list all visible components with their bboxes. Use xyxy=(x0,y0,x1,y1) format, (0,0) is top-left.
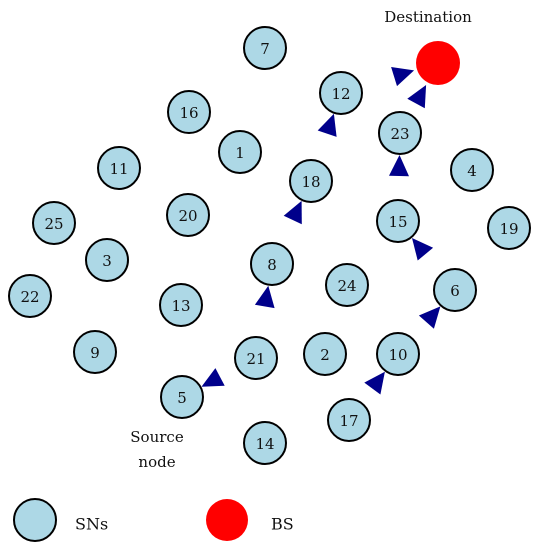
sensor-node-number: 7 xyxy=(260,40,270,58)
sensor-node-number: 21 xyxy=(246,350,265,368)
sensor-node-number: 9 xyxy=(90,344,100,362)
sensor-node-number: 11 xyxy=(109,160,128,178)
sensor-node-circle xyxy=(159,283,203,327)
sensor-node-circle xyxy=(450,148,494,192)
sensor-node-circle xyxy=(85,238,129,282)
sensor-node-circle xyxy=(167,90,211,134)
sensor-node-14: 14 xyxy=(243,421,287,465)
sensor-node-7: 7 xyxy=(243,26,287,70)
sensor-node-6: 6 xyxy=(433,268,477,312)
sensor-node-circle xyxy=(243,421,287,465)
sensor-node-number: 12 xyxy=(331,85,350,103)
legend-sensor-node-label: SNs xyxy=(75,515,108,534)
sensor-node-circle xyxy=(487,206,531,250)
sensor-node-number: 1 xyxy=(235,144,245,162)
sensor-node-number: 18 xyxy=(301,173,320,191)
sensor-node-number: 16 xyxy=(179,104,198,122)
route-arrow-21-to-5 xyxy=(201,368,225,387)
sensor-node-number: 20 xyxy=(178,207,197,225)
route-arrow-8-to-18 xyxy=(283,200,302,225)
route-arrow-6-to-15 xyxy=(412,238,434,261)
sensor-node-circle xyxy=(73,330,117,374)
sensor-node-25: 25 xyxy=(32,201,76,245)
route-arrow-12-to-BS xyxy=(391,67,415,87)
sensor-node-number: 13 xyxy=(171,297,190,315)
sensor-node-number: 5 xyxy=(177,389,187,407)
sensor-node-circle xyxy=(303,332,347,376)
sensor-node-20: 20 xyxy=(166,193,210,237)
sensor-node-circle xyxy=(234,336,278,380)
sensor-node-circle xyxy=(32,201,76,245)
sensor-node-circle xyxy=(8,274,52,318)
sensor-node-2: 2 xyxy=(303,332,347,376)
sensor-node-circle xyxy=(289,159,333,203)
sensor-node-circle xyxy=(378,111,422,155)
sensor-node-circle xyxy=(160,375,204,419)
sensor-node-number: 22 xyxy=(20,288,39,306)
sensor-node-circle xyxy=(319,71,363,115)
sensor-node-circle xyxy=(243,26,287,70)
sensor-node-circle xyxy=(218,130,262,174)
sensor-node-4: 4 xyxy=(450,148,494,192)
sensor-node-12: 12 xyxy=(319,71,363,115)
sensor-node-13: 13 xyxy=(159,283,203,327)
source-node-label-line2: node xyxy=(138,453,175,471)
legend-sensor-node-swatch xyxy=(13,498,57,542)
sensor-node-number: 24 xyxy=(337,277,356,295)
sensor-node-number: 3 xyxy=(102,252,112,270)
route-arrow-23-to-BS xyxy=(407,85,427,109)
sensor-node-number: 23 xyxy=(390,125,409,143)
sensor-node-circle xyxy=(327,398,371,442)
legend-base-station-swatch xyxy=(206,499,248,541)
sensor-node-15: 15 xyxy=(376,199,420,243)
destination-label: Destination xyxy=(384,8,472,26)
sensor-node-number: 4 xyxy=(467,162,477,180)
sensor-node-circle xyxy=(376,199,420,243)
sensor-node-19: 19 xyxy=(487,206,531,250)
sensor-node-circle xyxy=(433,268,477,312)
route-arrow-18-to-12 xyxy=(317,113,337,137)
sensor-node-18: 18 xyxy=(289,159,333,203)
sensor-node-number: 19 xyxy=(499,220,518,238)
base-station-node xyxy=(416,41,460,85)
sensor-node-number: 15 xyxy=(388,213,407,231)
sensor-node-number: 17 xyxy=(339,412,358,430)
sensor-node-1: 1 xyxy=(218,130,262,174)
sensor-node-16: 16 xyxy=(167,90,211,134)
sensor-node-17: 17 xyxy=(327,398,371,442)
sensor-node-number: 8 xyxy=(267,256,277,274)
legend-base-station-label: BS xyxy=(271,515,294,534)
sensor-node-number: 2 xyxy=(320,346,330,364)
sensor-node-circle xyxy=(166,193,210,237)
sensor-node-5: 5 xyxy=(160,375,204,419)
sensor-node-number: 25 xyxy=(44,215,63,233)
sensor-node-number: 6 xyxy=(450,282,460,300)
source-node-label-line1: Source xyxy=(130,428,184,446)
sensor-node-24: 24 xyxy=(325,263,369,307)
sensor-node-number: 14 xyxy=(255,435,274,453)
sensor-node-23: 23 xyxy=(378,111,422,155)
sensor-node-circle xyxy=(250,242,294,286)
route-arrows xyxy=(201,67,441,395)
sensor-node-circle xyxy=(97,146,141,190)
sensor-node-circle xyxy=(325,263,369,307)
route-arrow-15-to-23 xyxy=(389,155,409,177)
route-arrow-10-to-6 xyxy=(418,306,441,329)
legend: SNs BS xyxy=(13,498,294,542)
sensor-node-11: 11 xyxy=(97,146,141,190)
sensor-node-21: 21 xyxy=(234,336,278,380)
sensor-node-3: 3 xyxy=(85,238,129,282)
sensor-node-22: 22 xyxy=(8,274,52,318)
sensor-node-9: 9 xyxy=(73,330,117,374)
route-arrow-17-to-10 xyxy=(364,371,385,395)
sensor-node-number: 10 xyxy=(388,346,407,364)
route-arrow-21-to-8 xyxy=(254,285,275,309)
sensor-node-10: 10 xyxy=(376,332,420,376)
sensor-node-8: 8 xyxy=(250,242,294,286)
sensor-node-circle xyxy=(376,332,420,376)
